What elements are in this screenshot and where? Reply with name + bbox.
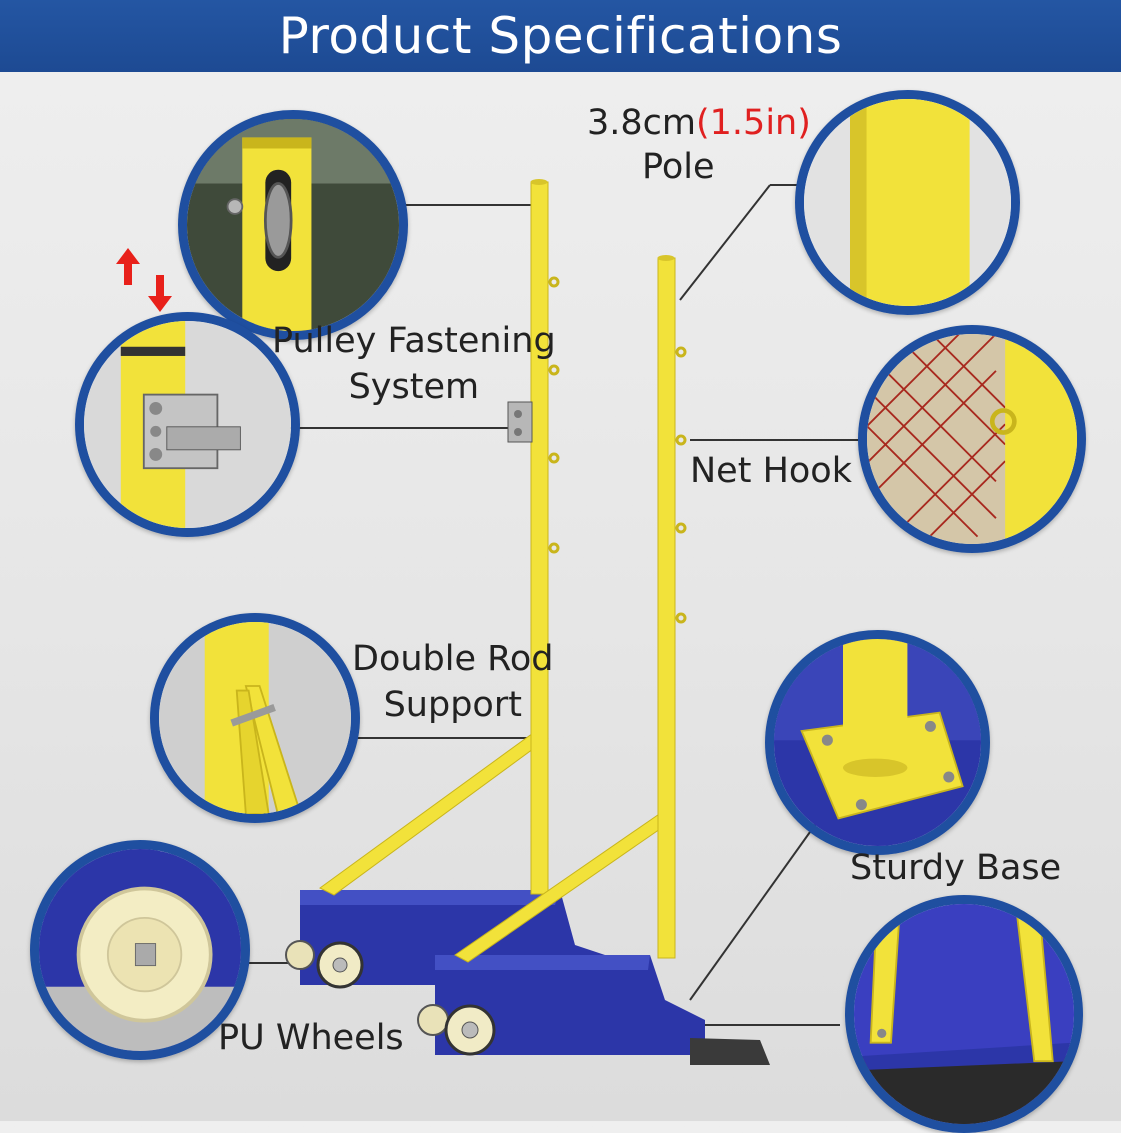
net-hook-closeup-image — [867, 334, 1077, 544]
pulley-detail-circle — [178, 110, 408, 340]
base-edge-closeup-image — [854, 904, 1074, 1124]
double-rod-label-line2: Support — [383, 685, 522, 725]
double-rod-label: Double Rod Support — [352, 636, 554, 728]
pu-wheels-label: PU Wheels — [218, 1015, 404, 1061]
pole-closeup-image — [804, 99, 1011, 306]
wheel-detail-circle — [30, 840, 250, 1060]
net-hook-label: Net Hook — [690, 448, 852, 494]
pulley-label-line1: Pulley Fastening — [272, 321, 556, 361]
header-banner: Product Specifications — [0, 0, 1121, 72]
net-hook-detail-circle — [858, 325, 1086, 553]
page-title: Product Specifications — [278, 7, 843, 65]
pulley-label-line2: System — [348, 367, 480, 407]
up-down-arrows-icon — [116, 248, 172, 312]
bracket-closeup-image — [84, 321, 291, 528]
base-plate-closeup-image — [774, 639, 981, 846]
pole-size-metric: 3.8cm — [587, 103, 696, 143]
pole-detail-circle — [795, 90, 1020, 315]
double-rod-closeup-image — [159, 622, 351, 814]
pole-label: Pole — [642, 144, 715, 190]
front-net-stand — [417, 255, 770, 1065]
base-edge-detail-circle — [845, 895, 1083, 1133]
pole-size-imperial: (1.5in) — [696, 103, 811, 143]
double-rod-detail-circle — [150, 613, 360, 823]
net-hook-label-text: Net Hook — [690, 451, 852, 491]
pulley-system-label: Pulley Fastening System — [272, 318, 556, 410]
sturdy-base-label-text: Sturdy Base — [850, 848, 1062, 888]
pulley-closeup-image — [187, 119, 399, 331]
sturdy-base-label: Sturdy Base — [850, 845, 1061, 891]
bracket-detail-circle — [75, 312, 300, 537]
pu-wheels-label-text: PU Wheels — [218, 1018, 404, 1058]
double-rod-label-line1: Double Rod — [352, 639, 554, 679]
leader-line-pole — [679, 184, 771, 301]
pole-label-text: Pole — [642, 147, 715, 187]
base-plate-detail-circle — [765, 630, 990, 855]
wheel-closeup-image — [39, 849, 241, 1051]
pole-size-label: 3.8cm(1.5in) — [587, 100, 811, 146]
